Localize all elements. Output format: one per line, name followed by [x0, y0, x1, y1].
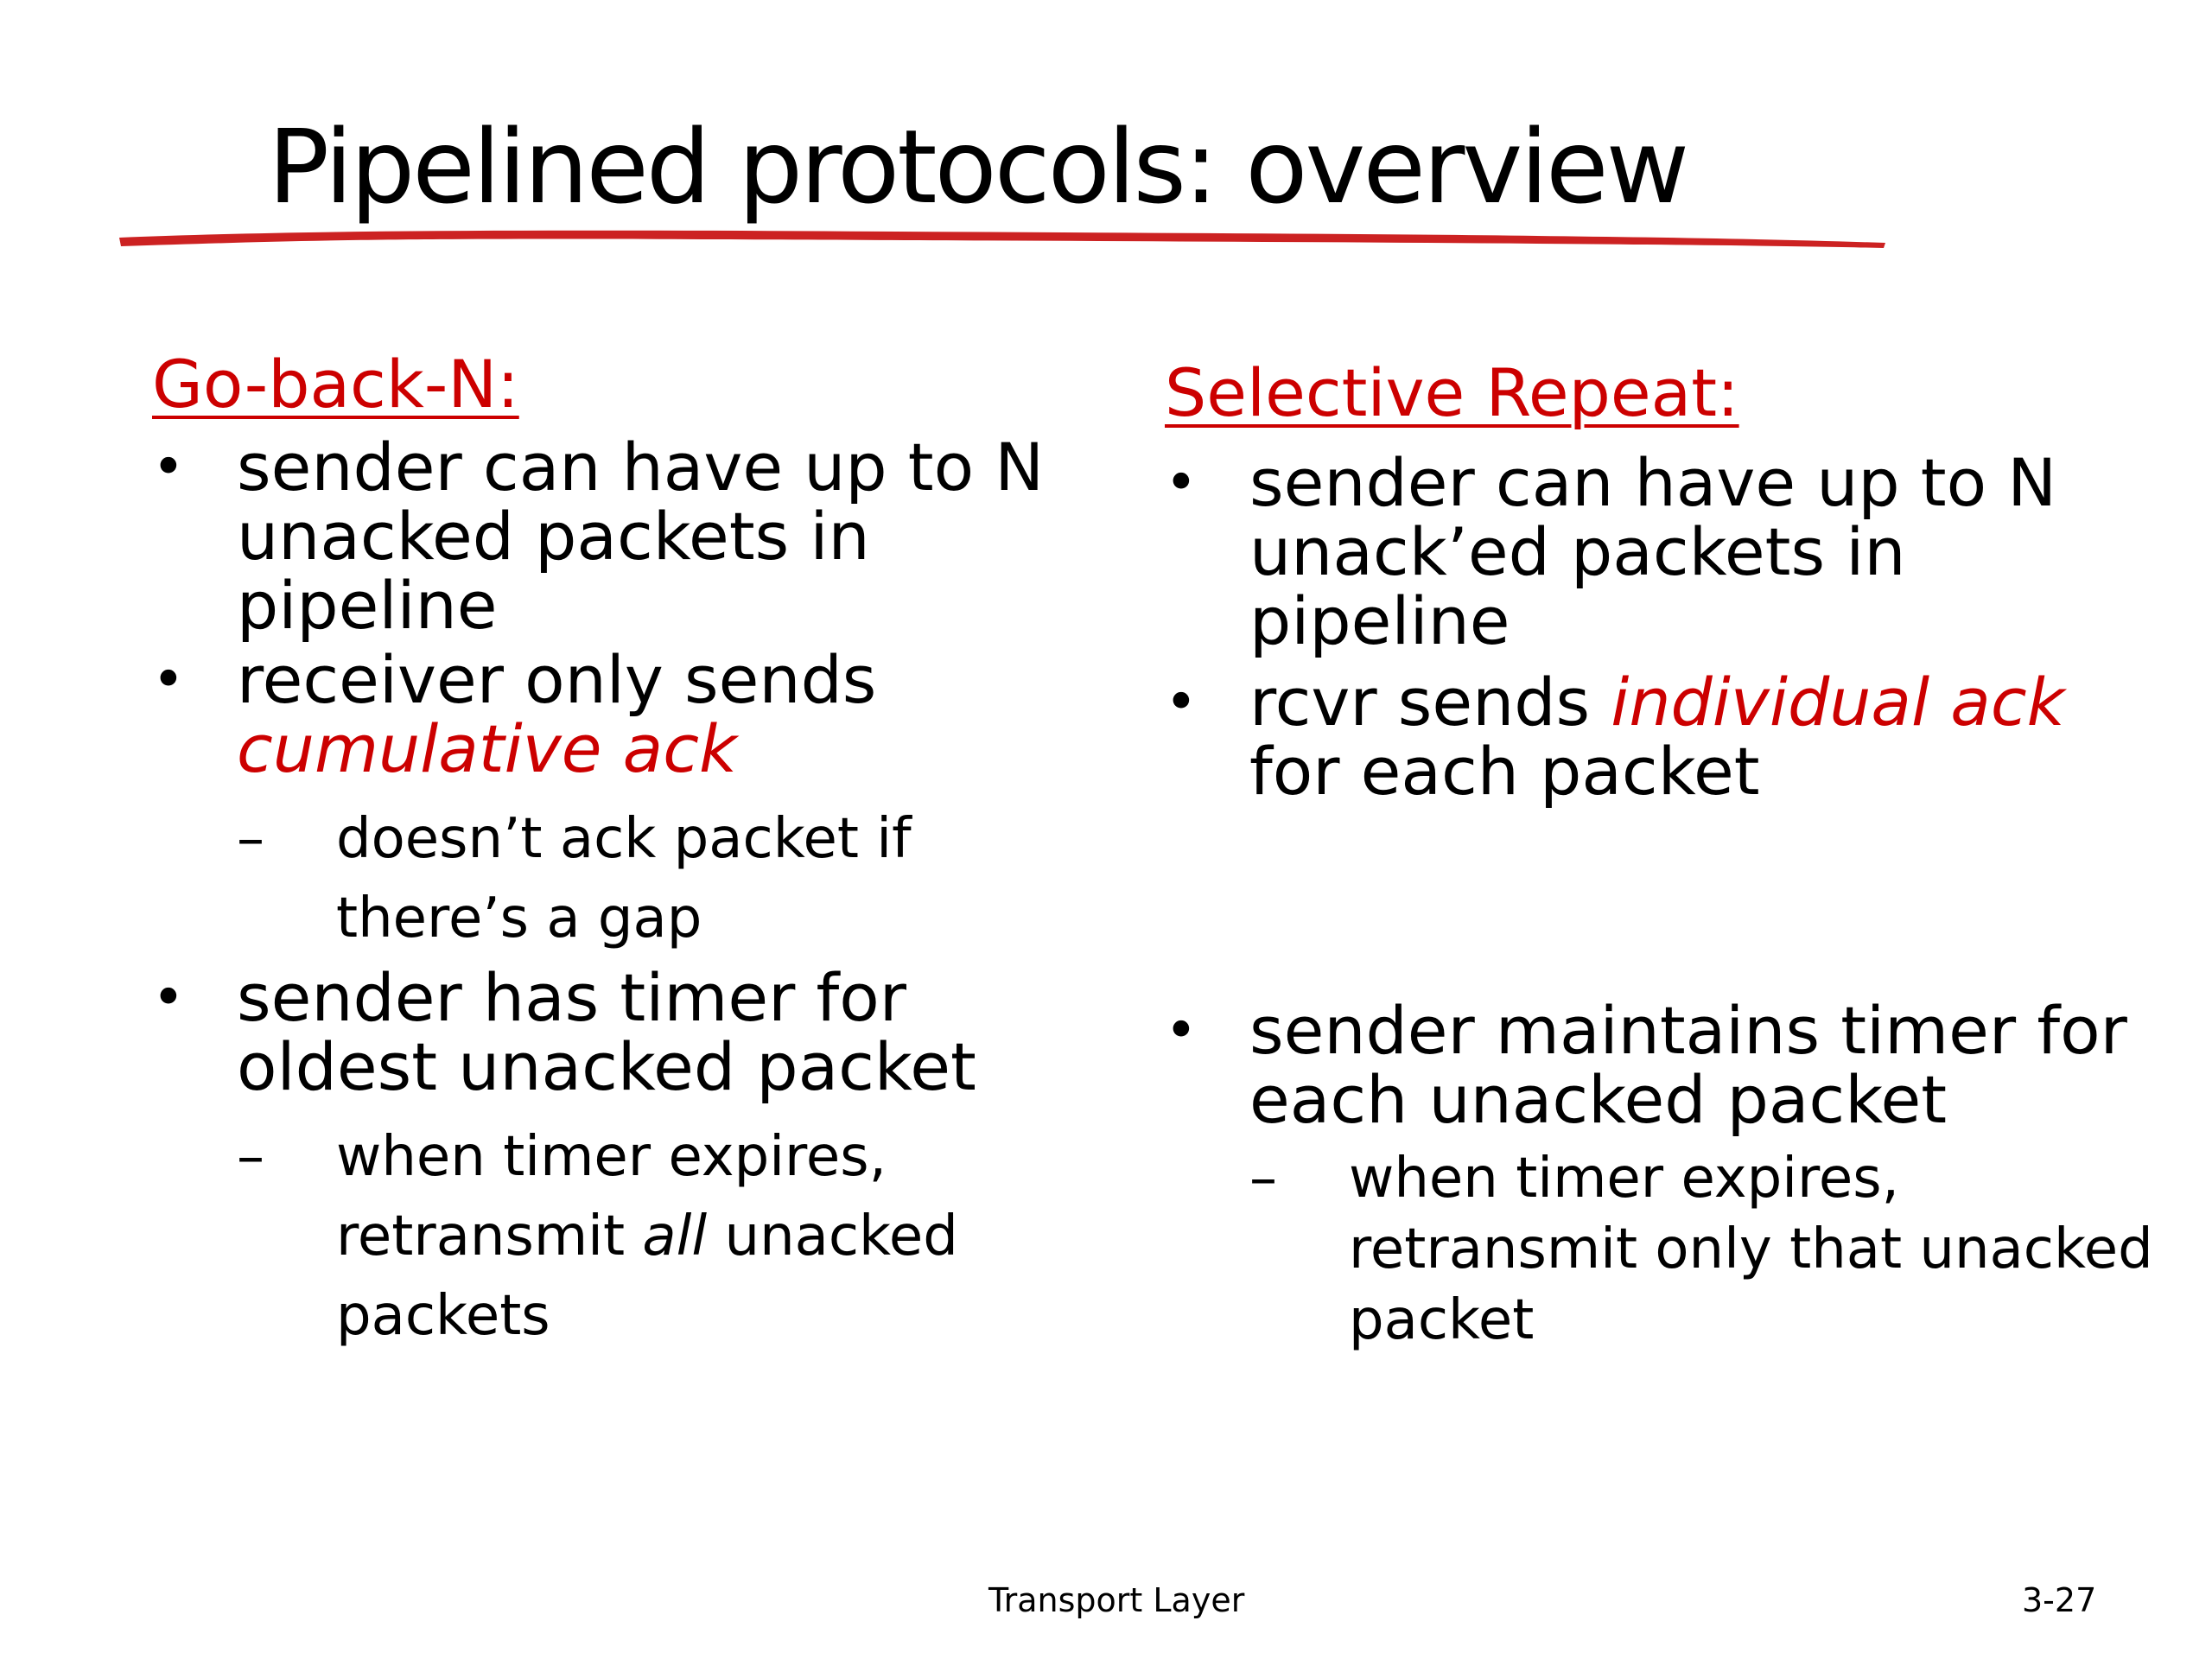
- sub-bullets: – when timer expires, retransmit only th…: [1249, 1143, 2158, 1356]
- title-underline: [119, 230, 1885, 248]
- footer-title: Transport Layer: [988, 1581, 1245, 1619]
- bullet-glyph: •: [1165, 451, 1198, 515]
- sub-bullet-text-post: unacked packets: [336, 1205, 958, 1348]
- dash-glyph: –: [1249, 1147, 1277, 1211]
- slide-title: Pipelined protocols: overview: [268, 107, 1689, 226]
- dash-glyph: –: [237, 807, 264, 871]
- bullet-item: • sender can have up to N unack’ed packe…: [1165, 448, 2158, 656]
- sub-bullet-item: – doesn’t ack packet if there’s a gap: [237, 799, 1085, 958]
- bullet-item: • sender can have up to N unacked packet…: [152, 433, 1085, 640]
- sub-bullet-text: when timer expires, retransmit only that…: [1349, 1147, 2153, 1352]
- bullet-glyph: •: [152, 966, 185, 1030]
- selective-repeat-column: Selective Repeat: • sender can have up t…: [1165, 350, 2158, 1361]
- individual-ack-highlight: individual ack: [1611, 664, 2065, 741]
- bullet-glyph: •: [152, 435, 185, 499]
- bullet-item: • receiver only sends cumulative ack – d…: [152, 645, 1085, 958]
- dash-glyph: –: [237, 1125, 264, 1189]
- go-back-n-column: Go-back-N: • sender can have up to N una…: [152, 341, 1085, 1361]
- sub-bullet-item: – when timer expires, retransmit all una…: [237, 1117, 1085, 1356]
- bullet-text-post: for each packet: [1249, 733, 1760, 810]
- selective-repeat-heading: Selective Repeat:: [1165, 354, 1739, 431]
- bullet-glyph: •: [152, 648, 185, 712]
- bullet-text: sender can have up to N unack’ed packets…: [1249, 444, 2057, 659]
- bullet-item: • rcvr sends individual ack for each pac…: [1165, 668, 2158, 806]
- bullet-text: receiver only sends: [237, 641, 877, 718]
- page-number: 3-27: [2022, 1581, 2097, 1619]
- bullet-text: sender has timer for oldest unacked pack…: [237, 959, 976, 1105]
- selective-repeat-bullets: • sender can have up to N unack’ed packe…: [1165, 448, 2158, 1356]
- bullet-item: • sender has timer for oldest unacked pa…: [152, 963, 1085, 1356]
- go-back-n-bullets: • sender can have up to N unacked packet…: [152, 433, 1085, 1356]
- sub-bullet-item: – when timer expires, retransmit only th…: [1249, 1143, 2158, 1356]
- cumulative-ack-highlight: cumulative ack: [237, 710, 738, 787]
- sub-bullet-text: doesn’t ack packet if there’s a gap: [336, 807, 912, 950]
- bullet-text: sender can have up to N unacked packets …: [237, 429, 1045, 644]
- bullet-text: sender maintains timer for each unacked …: [1249, 992, 2127, 1138]
- bullet-glyph: •: [1165, 999, 1198, 1063]
- sub-bullet-text-pre: when timer expires, retransmit: [336, 1125, 887, 1268]
- bullet-item: • sender maintains timer for each unacke…: [1165, 996, 2158, 1356]
- go-back-n-heading: Go-back-N:: [152, 346, 519, 423]
- all-emphasis: all: [642, 1205, 708, 1268]
- bullet-glyph: •: [1165, 671, 1198, 734]
- sub-bullets: – when timer expires, retransmit all una…: [237, 1117, 1085, 1356]
- bullet-text-pre: rcvr sends: [1249, 664, 1611, 741]
- sub-bullets: – doesn’t ack packet if there’s a gap: [237, 799, 1085, 958]
